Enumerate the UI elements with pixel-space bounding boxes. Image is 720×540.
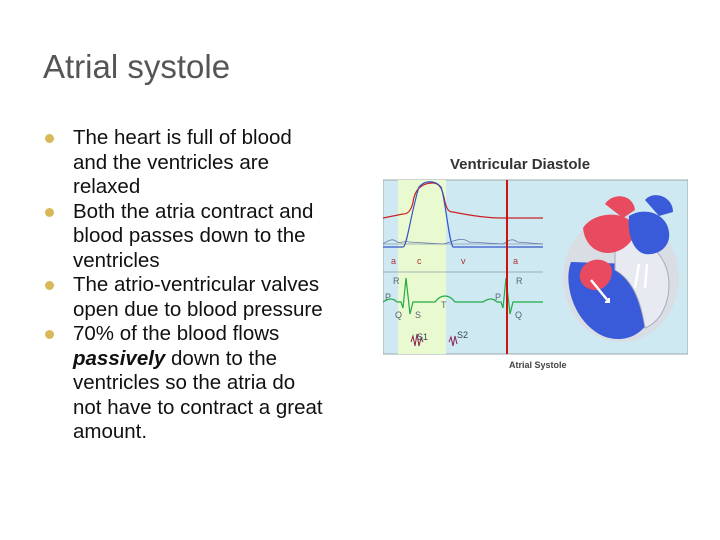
vessel-blue (645, 195, 673, 216)
slide-title: Atrial systole (43, 48, 231, 85)
bullet-item: The heart is full of blood and the ventr… (44, 126, 374, 200)
bullet-dot-icon (45, 281, 54, 290)
bullet-line: not have to contract a great (73, 395, 323, 419)
wave-label-a2: a (513, 256, 518, 266)
ecg-label-P2: P (495, 292, 501, 302)
bullet-dot-icon (45, 330, 54, 339)
ecg-label-P1: P (385, 292, 391, 302)
cardiac-cycle-figure: Ventricular Diastole a c (383, 152, 688, 375)
ecg-label-Q1: Q (395, 310, 402, 320)
bullet-line: relaxed (73, 175, 141, 198)
ecg-trace (383, 277, 543, 315)
ecg-label-R1: R (393, 276, 400, 286)
figure-title: Ventricular Diastole (450, 156, 591, 173)
atrial-pressure-trace (383, 239, 544, 245)
bullet-line: down to the (165, 346, 278, 370)
heart-sound-s2 (448, 335, 458, 347)
bullet-dot-icon (45, 134, 54, 143)
bullet-line: The heart is full of blood (73, 126, 292, 149)
bullet-dot-icon (45, 207, 54, 217)
aorta-red (583, 214, 635, 253)
figure-caption: Atrial Systole (509, 360, 567, 370)
heart-sound-s1 (410, 333, 424, 347)
bullet-item: The atrio-ventricular valves open due to… (44, 273, 374, 322)
vessel-red (605, 196, 635, 218)
bullet-line: ventricles (73, 248, 160, 272)
bullet-item: 70% of the blood flows passively down to… (44, 322, 374, 445)
wave-label-a1: a (391, 256, 396, 266)
valve-arrow-left (590, 279, 610, 303)
bullet-line: ventricles so the atria do (73, 371, 296, 394)
wave-label-v: v (461, 256, 466, 266)
wave-label-c: c (417, 256, 422, 266)
heart-illustration (563, 195, 679, 342)
atrium-blue (628, 211, 670, 255)
figure-graphic: a c v a R R P P Q Q S T S1 S2 (383, 179, 688, 355)
bullet-item: Both the atria contract and blood passes… (44, 200, 374, 274)
ecg-label-T: T (441, 300, 447, 310)
bullet-line: amount. (73, 420, 148, 443)
bullet-line: and the ventricles are (73, 150, 270, 174)
bullet-line: The atrio-ventricular valves (73, 273, 320, 296)
bullet-line: open due to blood pressure (73, 297, 323, 321)
sound-label-S2: S2 (457, 330, 468, 340)
ecg-label-R2: R (516, 276, 523, 286)
bullet-line: 70% of the blood flows (73, 322, 280, 345)
bullet-list: The heart is full of blood and the ventr… (44, 126, 374, 445)
bullet-line: blood passes down to the (73, 224, 306, 247)
ecg-label-Q2: Q (515, 310, 522, 320)
valve-arrow-right-2 (643, 263, 649, 289)
sound-label-S1: S1 (417, 332, 428, 342)
atrium-red (579, 259, 612, 291)
emphasis-text: passively (73, 346, 166, 370)
highlight-band (398, 180, 446, 354)
ventricular-pressure-trace (383, 181, 543, 248)
ecg-label-S: S (415, 310, 421, 320)
bullet-line: Both the atria contract and (73, 199, 314, 223)
arrowhead-icon (605, 298, 610, 303)
valve-arrow-right (633, 263, 641, 289)
